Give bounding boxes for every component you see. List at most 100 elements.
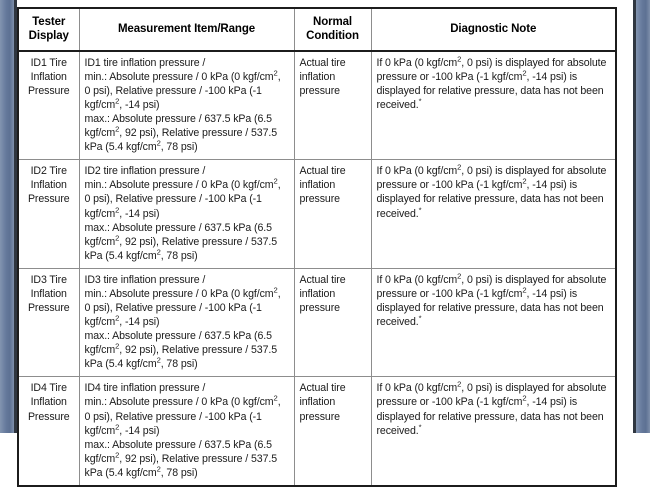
cell-normal-condition: Actual tire inflation pressure xyxy=(293,267,372,378)
measurement-min: min.: Absolute pressure / 0 kPa (0 kgf/c… xyxy=(84,285,289,329)
note-part-1: If 0 kPa (0 kgf/cm xyxy=(376,382,458,395)
measurement-title: ID1 tire inflation pressure / xyxy=(84,56,206,69)
max-mid: , 92 psi), Relative pressure / 537.5 kPa… xyxy=(84,344,278,371)
cell-normal-condition: Actual tire inflation pressure xyxy=(293,50,372,161)
cell-normal-condition: Actual tire inflation pressure xyxy=(293,159,372,269)
max-prefix: max.: Absolute pressure / 637.5 kPa (6.5… xyxy=(84,221,272,248)
max-superscript-1: 2 xyxy=(115,124,120,134)
note-part-3: , -14 psi) is displayed for relative pre… xyxy=(376,396,604,437)
note-part-3: , -14 psi) is displayed for relative pre… xyxy=(376,70,604,111)
min-mid: , 0 psi), Relative pressure / -100 kPa (… xyxy=(84,70,281,111)
footnote-marker: * xyxy=(418,422,422,432)
tester-display-line-2: Inflation xyxy=(30,179,67,192)
min-suffix: , -14 psi) xyxy=(119,316,160,329)
min-superscript-1: 2 xyxy=(273,393,278,403)
footnote-marker: * xyxy=(418,205,422,214)
cell-measurement-item-range: ID1 tire inflation pressure / min.: Abso… xyxy=(78,50,295,161)
note-part-2: , 0 psi) is displayed for absolute press… xyxy=(376,273,607,300)
min-prefix: min.: Absolute pressure / 0 kPa (0 kgf/c… xyxy=(84,70,274,83)
tester-display-line-1: ID1 Tire xyxy=(30,56,67,69)
tire-pressure-spec-table: Tester Display Measurement Item/Range No… xyxy=(17,7,617,487)
tester-display-line-3: Pressure xyxy=(27,410,70,423)
note-superscript-1: 2 xyxy=(457,162,462,172)
max-suffix: , 78 psi) xyxy=(160,141,198,154)
max-mid: , 92 psi), Relative pressure / 537.5 kPa… xyxy=(84,127,278,154)
min-superscript-1: 2 xyxy=(273,68,278,78)
max-mid: , 92 psi), Relative pressure / 537.5 kPa… xyxy=(84,235,278,262)
note-superscript-2: 2 xyxy=(522,393,527,403)
table-body: ID1 Tire Inflation Pressure ID1 tire inf… xyxy=(17,50,617,487)
min-superscript-1: 2 xyxy=(273,176,278,186)
cell-measurement-item-range: ID4 tire inflation pressure / min.: Abso… xyxy=(78,376,295,487)
header-line-2: Display xyxy=(28,30,69,43)
note-part-2: , 0 psi) is displayed for absolute press… xyxy=(376,56,607,83)
note-part-3: , -14 psi) is displayed for relative pre… xyxy=(376,179,604,220)
measurement-title: ID3 tire inflation pressure / xyxy=(84,273,206,286)
note-superscript-2: 2 xyxy=(522,68,527,78)
column-header-diagnostic-note: Diagnostic Note xyxy=(370,7,617,52)
note-superscript-2: 2 xyxy=(522,285,527,295)
max-suffix: , 78 psi) xyxy=(160,358,198,371)
measurement-max: max.: Absolute pressure / 637.5 kPa (6.5… xyxy=(85,112,289,154)
cell-normal-condition: Actual tire inflation pressure xyxy=(293,376,372,487)
min-superscript-2: 2 xyxy=(115,313,120,323)
measurement-max: max.: Absolute pressure / 637.5 kPa (6.5… xyxy=(85,221,289,263)
min-superscript-1: 2 xyxy=(273,285,278,295)
max-superscript-1: 2 xyxy=(115,341,120,351)
tester-display-line-3: Pressure xyxy=(27,302,70,314)
min-superscript-2: 2 xyxy=(115,96,120,106)
min-suffix: , -14 psi) xyxy=(119,424,160,437)
min-prefix: min.: Absolute pressure / 0 kPa (0 kgf/c… xyxy=(84,179,274,192)
tester-display-line-1: ID4 Tire xyxy=(30,382,67,395)
cell-tester-display: ID3 Tire Inflation Pressure xyxy=(17,267,80,378)
max-suffix: , 78 psi) xyxy=(160,466,198,479)
tester-display-line-1: ID3 Tire xyxy=(30,273,67,286)
cell-diagnostic-note: If 0 kPa (0 kgf/cm 2, 0 psi) is displayed… xyxy=(370,376,617,487)
cell-tester-display: ID4 Tire Inflation Pressure xyxy=(17,376,80,487)
tester-display-line-2: Inflation xyxy=(30,70,67,83)
note-superscript-1: 2 xyxy=(457,54,462,64)
header-line-1: Normal xyxy=(312,16,353,28)
footnote-marker: * xyxy=(418,313,422,323)
table-row: ID3 Tire Inflation Pressure ID3 tire inf… xyxy=(17,267,617,378)
min-superscript-2: 2 xyxy=(115,422,120,432)
viewer-left-edge xyxy=(14,0,17,433)
table-row: ID2 Tire Inflation Pressure ID2 tire inf… xyxy=(17,159,617,269)
measurement-max: max.: Absolute pressure / 637.5 kPa (6.5… xyxy=(85,329,289,371)
max-suffix: , 78 psi) xyxy=(160,249,198,262)
cell-measurement-item-range: ID2 tire inflation pressure / min.: Abso… xyxy=(78,159,295,269)
measurement-title: ID4 tire inflation pressure / xyxy=(84,382,206,395)
tester-display-line-2: Inflation xyxy=(30,287,67,300)
max-superscript-1: 2 xyxy=(115,233,120,243)
min-superscript-2: 2 xyxy=(115,205,120,214)
min-suffix: , -14 psi) xyxy=(119,98,160,111)
header-line-2: Condition xyxy=(306,30,359,43)
footnote-marker: * xyxy=(418,96,422,106)
note-part-1: If 0 kPa (0 kgf/cm xyxy=(376,56,458,69)
measurement-min: min.: Absolute pressure / 0 kPa (0 kgf/c… xyxy=(85,395,289,437)
tester-display-line-1: ID2 Tire xyxy=(30,165,67,178)
table-row: ID1 Tire Inflation Pressure ID1 tire inf… xyxy=(17,50,617,161)
min-mid: , 0 psi), Relative pressure / -100 kPa (… xyxy=(84,287,281,329)
max-superscript-2: 2 xyxy=(156,355,161,365)
note-part-1: If 0 kPa (0 kgf/cm xyxy=(376,165,458,178)
tester-display-line-2: Inflation xyxy=(30,396,67,409)
column-header-normal-condition: Normal Condition xyxy=(293,7,372,52)
cell-diagnostic-note: If 0 kPa (0 kgf/cm2, 0 psi) is displayed… xyxy=(370,267,617,378)
min-prefix: min.: Absolute pressure / 0 kPa (0 kgf/c… xyxy=(84,287,274,300)
max-superscript-2: 2 xyxy=(156,247,161,257)
table-header-row: Tester Display Measurement Item/Range No… xyxy=(17,7,617,52)
note-part-2: , 0 psi) is displayed for absolute press… xyxy=(376,382,607,409)
cell-diagnostic-note: If 0 kPa (0 kgf/cm2, 0 psi) is displayed… xyxy=(370,159,617,269)
viewer-left-band xyxy=(0,0,14,433)
min-mid: , 0 psi), Relative pressure / -100 kPa (… xyxy=(84,179,281,220)
column-header-measurement-item-range: Measurement Item/Range xyxy=(78,7,295,52)
cell-tester-display: ID1 Tire Inflation Pressure xyxy=(17,50,80,161)
measurement-title: ID2 tire inflation pressure / xyxy=(84,165,206,178)
min-prefix: min.: Absolute pressure / 0 kPa (0 kgf/c… xyxy=(84,396,274,409)
viewer-right-band xyxy=(636,0,650,433)
note-part-3: , -14 psi) is displayed for relative pre… xyxy=(376,287,604,329)
tester-display-line-3: Pressure xyxy=(27,193,70,206)
table-row: ID4 Tire Inflation Pressure ID4 tire inf… xyxy=(17,376,617,487)
